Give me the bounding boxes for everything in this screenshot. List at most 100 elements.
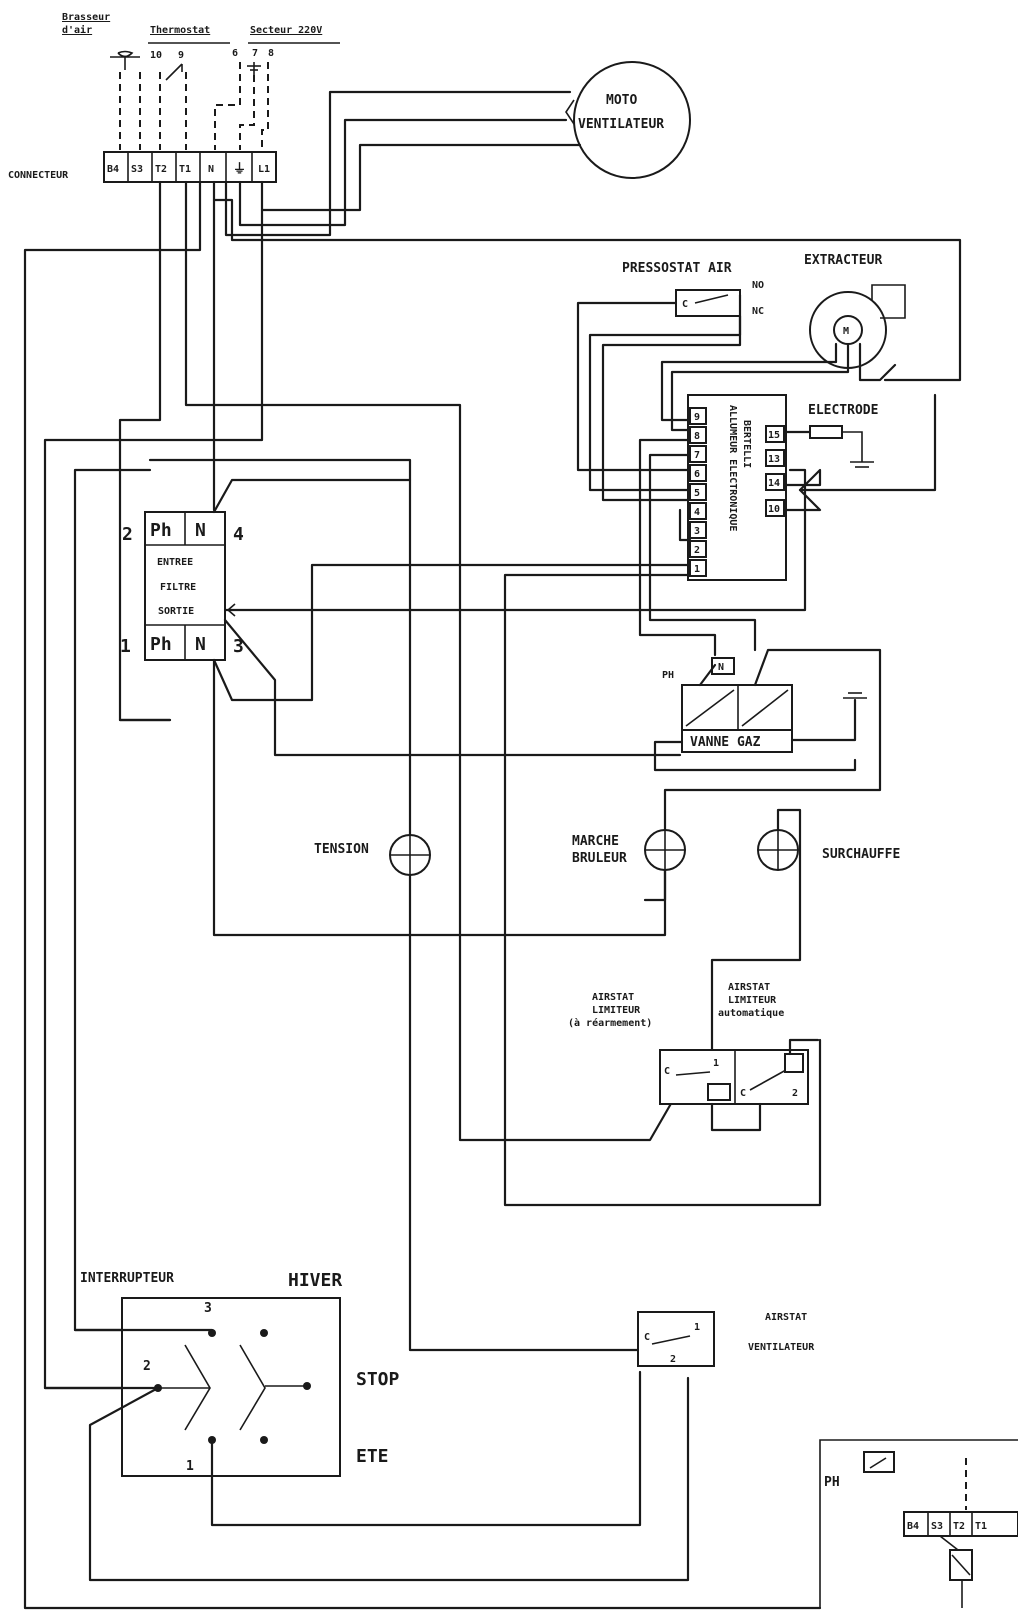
airstat-auto-label-1: AIRSTAT xyxy=(728,982,770,993)
ete-label: ETE xyxy=(356,1446,389,1467)
allumeur-pin-label: 14 xyxy=(768,478,780,489)
airstat-ventilateur-switch: C 1 2 xyxy=(637,1311,715,1367)
allumeur-pin-box xyxy=(689,559,707,577)
allumeur-pin-label: 7 xyxy=(694,450,700,461)
allumeur-pin-box xyxy=(689,407,707,425)
terminal-t1: T1 xyxy=(179,164,191,175)
allumeur-pin-label: 2 xyxy=(694,545,700,556)
filtre-n-out: N xyxy=(195,634,206,655)
airstat-vent-label-1: AIRSTAT xyxy=(765,1312,807,1323)
earth-icon-top xyxy=(247,62,261,75)
vanne-gaz-label: VANNE GAZ xyxy=(690,735,761,750)
airstat-auto-label-2: LIMITEUR xyxy=(728,995,777,1006)
terminal-t2: T2 xyxy=(155,164,167,175)
pin-7-label: 7 xyxy=(252,48,258,59)
vanne-n: N xyxy=(718,662,724,673)
allumeur-pin-box xyxy=(689,426,707,444)
terminal-n: N xyxy=(208,164,214,175)
marche-bruleur-lamp-icon xyxy=(644,829,686,871)
allumeur-label-2: BERTELLI xyxy=(741,420,752,468)
tension-label: TENSION xyxy=(314,842,369,857)
allumeur-pin-label: 13 xyxy=(768,454,780,465)
vanne-ph: PH xyxy=(662,670,674,681)
electrode-icon xyxy=(809,425,874,468)
vanne-gaz: VANNE GAZ PH N xyxy=(662,657,793,753)
interrupteur-pin-2: 2 xyxy=(143,1359,151,1374)
pressostat-label: PRESSOSTAT AIR xyxy=(622,261,732,276)
brasseur-label-2: d'air xyxy=(62,24,92,36)
airstat-vent-2: 2 xyxy=(670,1354,676,1365)
surchauffe-label: SURCHAUFFE xyxy=(822,847,900,862)
inset-wiring: PH B4 S3 T2 T1 xyxy=(819,1439,1018,1608)
connecteur-label: CONNECTEUR xyxy=(8,170,69,181)
interrupteur-label: INTERRUPTEUR xyxy=(80,1271,174,1286)
pressostat-switch: C NO NC xyxy=(675,280,764,317)
inset-t1: T1 xyxy=(975,1521,987,1532)
allumeur-pin-label: 10 xyxy=(768,504,780,515)
extracteur-m: M xyxy=(843,326,849,337)
allumeur-right-pins: 15 13 14 10 xyxy=(765,425,785,517)
pin-10-label: 10 xyxy=(150,50,162,61)
extracteur-motor: M xyxy=(809,284,906,369)
allumeur-pin-label: 4 xyxy=(694,507,700,518)
inset-ph: PH xyxy=(824,1475,840,1490)
connecteur-block: B4 S3 T2 T1 N ⏚ L1 xyxy=(103,151,277,183)
terminal-b4: B4 xyxy=(107,164,119,175)
moto-label: MOTO xyxy=(606,93,637,108)
filtre-entree: ENTREE xyxy=(157,557,193,568)
brasseur-fan-icon xyxy=(110,50,140,70)
allumeur-pin-label: 3 xyxy=(694,526,700,537)
allumeur-pin-box xyxy=(689,464,707,482)
ventilateur-label: VENTILATEUR xyxy=(578,117,664,132)
pressostat-c: C xyxy=(682,299,688,310)
allumeur-label-1: ALLUMEUR ELECTRONIQUE xyxy=(727,405,738,531)
allumeur-pin-label: 15 xyxy=(768,430,780,441)
filtre-pin-2: 2 xyxy=(122,524,133,545)
thermostat-label: Thermostat xyxy=(150,25,210,36)
electrode-label: ELECTRODE xyxy=(808,403,878,418)
terminal-s3: S3 xyxy=(131,164,143,175)
allumeur-pin-box xyxy=(689,521,707,539)
filtre-ph-in: Ph xyxy=(150,520,172,541)
allumeur-pin-label: 9 xyxy=(694,412,700,423)
airstat-vent-label-2: VENTILATEUR xyxy=(748,1342,815,1353)
allumeur-pin-box xyxy=(689,540,707,558)
airstat-limiteur-block: C 1 2 C 1 2 xyxy=(659,1049,809,1105)
filtre-n-in: N xyxy=(195,520,206,541)
filtre-pin-1: 1 xyxy=(120,636,131,657)
surchauffe-lamp-icon xyxy=(757,829,799,871)
airstat-rearm-label-3: (à réarmement) xyxy=(568,1017,652,1029)
allumeur-pin-label: 8 xyxy=(694,431,700,442)
filtre-pin-3: 3 xyxy=(233,636,244,657)
filtre-pin-4: 4 xyxy=(233,524,244,545)
interrupteur-pin-3: 3 xyxy=(204,1301,212,1316)
inset-b4: B4 xyxy=(907,1521,919,1532)
filtre-filtre: FILTRE xyxy=(160,582,196,593)
marche-label-2: BRULEUR xyxy=(572,851,627,866)
thermostat-contact-icon xyxy=(165,63,183,81)
allumeur-pin-box xyxy=(765,449,785,467)
airstat-auto-label-3: automatique xyxy=(718,1007,784,1019)
pin-8-label: 8 xyxy=(268,48,274,59)
moto-ventilateur: MOTO VENTILATEUR xyxy=(565,61,691,179)
allumeur-pin-label: 6 xyxy=(694,469,700,480)
hiver-label: HIVER xyxy=(288,1270,342,1291)
filtre-sortie: SORTIE xyxy=(158,606,194,617)
filtre-ph-out: Ph xyxy=(150,634,172,655)
secteur-label: Secteur 220V xyxy=(250,25,322,36)
inset-t2: T2 xyxy=(953,1521,965,1532)
allumeur-pin-box xyxy=(765,499,785,517)
pressostat-nc: NC xyxy=(752,306,764,317)
airstat-a-c: C xyxy=(740,1088,746,1099)
allumeur-pin-box xyxy=(689,483,707,501)
filtre-block: Ph N ENTREE FILTRE SORTIE Ph N 2 4 1 3 xyxy=(120,511,244,661)
allumeur-pin-box xyxy=(765,473,785,491)
terminal-l1: L1 xyxy=(258,164,270,175)
pin-9-label: 9 xyxy=(178,50,184,61)
allumeur-pin-box xyxy=(689,502,707,520)
pin-6-label: 6 xyxy=(232,48,238,59)
interrupteur-pin-1: 1 xyxy=(186,1459,194,1474)
